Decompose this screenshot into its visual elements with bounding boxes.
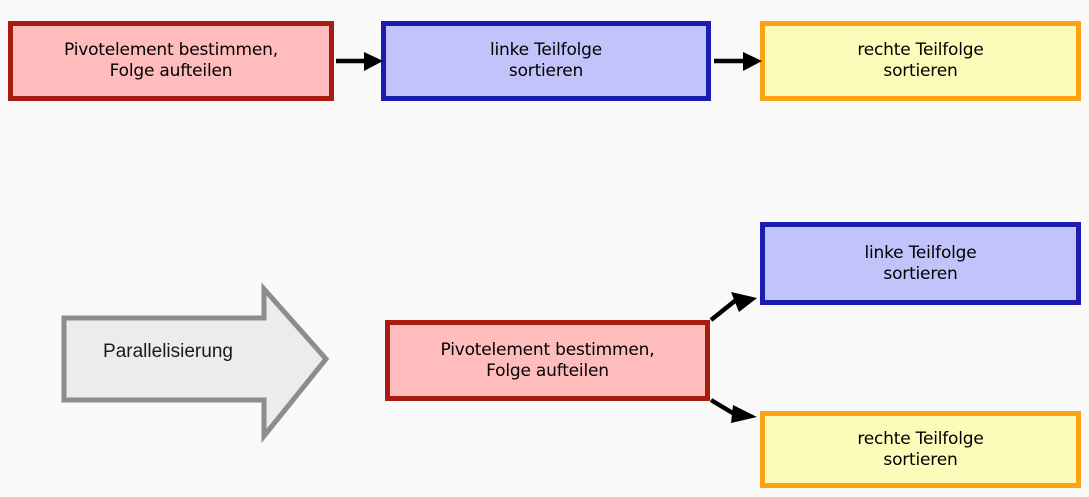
flow-arrow-branch-lower [709, 398, 757, 423]
node-top-right-sublist[interactable]: rechte Teilfolge sortieren [760, 21, 1081, 101]
node-top-left-sublist[interactable]: linke Teilfolge sortieren [381, 21, 711, 101]
parallelisierung-label: Parallelisierung [103, 341, 233, 362]
flow-arrow-top-2 [714, 52, 762, 71]
flow-arrow-top-1 [336, 52, 383, 71]
node-top-pivot[interactable]: Pivotelement bestimmen, Folge aufteilen [8, 21, 334, 101]
node-bottom-right-sublist[interactable]: rechte Teilfolge sortieren [760, 411, 1081, 488]
flow-arrow-branch-upper [709, 292, 757, 322]
node-bottom-pivot[interactable]: Pivotelement bestimmen, Folge aufteilen [385, 320, 710, 401]
node-bottom-left-sublist[interactable]: linke Teilfolge sortieren [760, 222, 1081, 305]
